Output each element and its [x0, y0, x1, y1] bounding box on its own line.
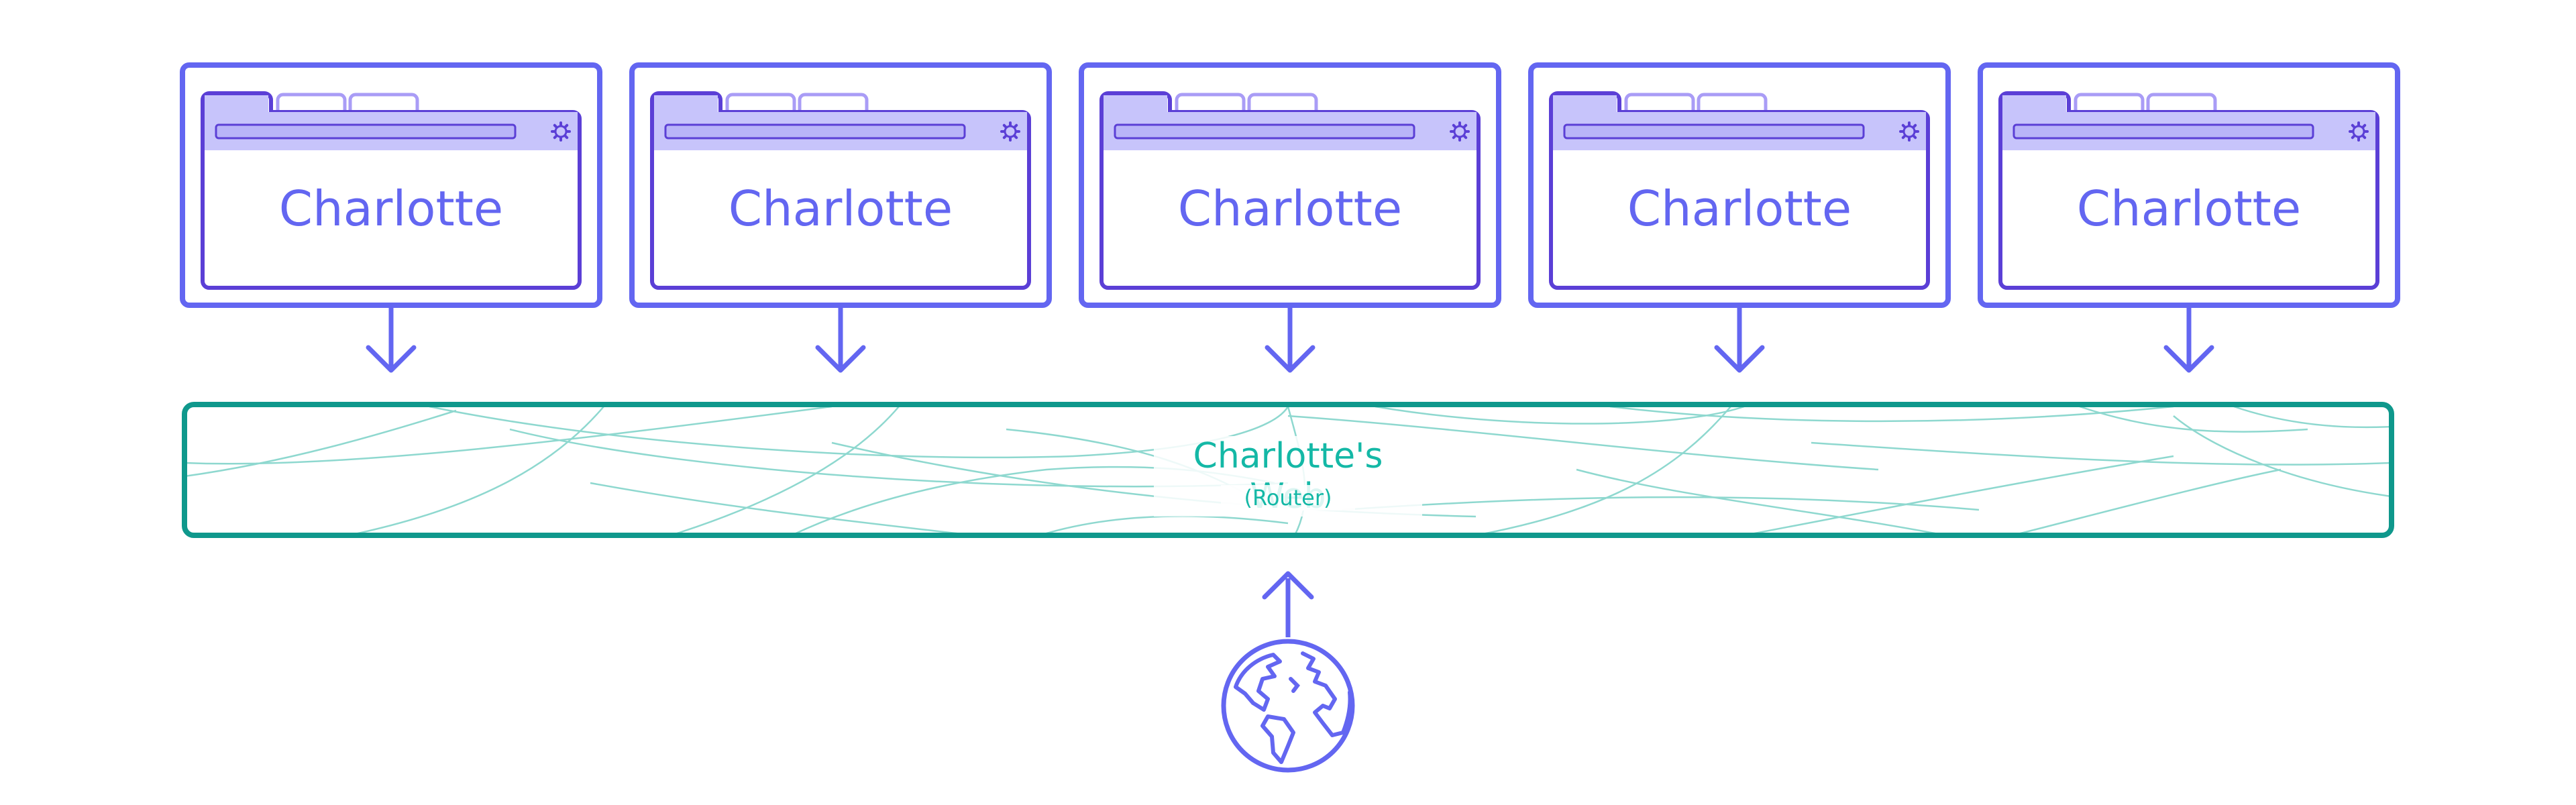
address-bar	[664, 123, 966, 140]
browser-tab	[798, 93, 869, 113]
browser-node	[1528, 62, 1951, 308]
gear-icon	[1000, 121, 1020, 142]
router-box	[182, 402, 2394, 538]
connector-arrows	[366, 305, 2214, 373]
browser-nodes	[180, 62, 2400, 308]
browser-tab	[1247, 93, 1318, 113]
browser-node	[180, 62, 602, 308]
gear-icon	[551, 121, 571, 142]
address-bar	[1563, 123, 1865, 140]
browser-tab	[1697, 93, 1768, 113]
browser-node	[1978, 62, 2400, 308]
address-bar	[2012, 123, 2314, 140]
browser-node	[1079, 62, 1501, 308]
browser-node	[629, 62, 1052, 308]
browser-tab	[348, 93, 419, 113]
gear-icon	[1450, 121, 1470, 142]
globe-icon	[1221, 639, 1355, 773]
gear-icon	[1899, 121, 1919, 142]
browser-tab	[1624, 93, 1695, 113]
browser-tab	[725, 93, 796, 113]
browser-tab	[2146, 93, 2217, 113]
address-bar	[215, 123, 517, 140]
web-lines	[184, 405, 2392, 535]
internet-arrow	[1262, 571, 1314, 637]
browser-tab	[1175, 93, 1246, 113]
browser-tab	[276, 93, 347, 113]
address-bar	[1114, 123, 1415, 140]
gear-icon	[2349, 121, 2369, 142]
browser-tab	[2074, 93, 2145, 113]
